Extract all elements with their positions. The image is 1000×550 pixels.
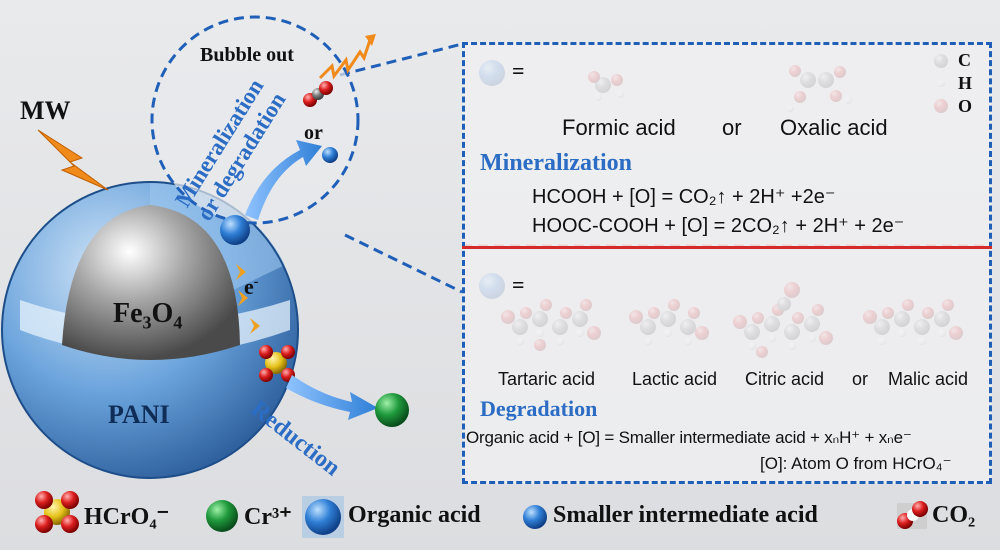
mw-label: MW	[20, 96, 71, 125]
cr3-product-icon	[375, 393, 409, 427]
co2-molecule-icon	[303, 81, 333, 107]
reaction-zone-circle	[150, 15, 360, 225]
shell-outline	[1, 181, 299, 479]
degradation-heading: Degradation	[480, 396, 598, 421]
legend-cr3-label: Cr³⁺	[244, 504, 292, 530]
legend-smaller-label: Smaller intermediate acid	[553, 502, 818, 528]
or-label: or	[304, 122, 323, 144]
top-equals-sign: =	[512, 58, 525, 83]
organic-acid-on-surface-icon	[220, 215, 250, 245]
core-shell-particle	[1, 181, 299, 479]
legend-h-label: H	[958, 73, 973, 93]
core-label: Fe3O4	[113, 298, 183, 333]
bubble-out-zigzag-icon	[318, 39, 372, 80]
bubble-out-label: Bubble out	[200, 44, 294, 66]
legend-o-label: O	[958, 96, 973, 116]
bottom-equals-sign: =	[512, 272, 525, 297]
mineralization-equation-2: HOOC-COOH + [O] = 2CO₂↑ + 2H⁺ + 2e⁻	[532, 215, 905, 237]
electron-label: e-	[244, 274, 259, 299]
microwave-lightning-icon	[37, 129, 109, 191]
bubble-arrowhead-icon	[365, 34, 376, 46]
legend-organic-acid-icon	[305, 499, 341, 535]
legend-cr3-icon	[206, 500, 238, 532]
mineralization-arrow	[245, 140, 322, 220]
reduction-arrow	[286, 375, 378, 420]
divider-overlay	[462, 246, 992, 249]
oxalic-acid-label: Oxalic acid	[780, 115, 888, 140]
legend-hcro4-icon	[35, 491, 79, 533]
citric-acid-label: Citric acid	[745, 369, 825, 389]
legend-co2-icon	[897, 501, 928, 529]
legend-smaller-acid-icon	[523, 505, 547, 529]
legend-c-label: C	[958, 50, 971, 70]
bottom-or-label: or	[852, 369, 869, 389]
mechanism-box	[462, 42, 992, 484]
tartaric-acid-label: Tartaric acid	[498, 369, 596, 389]
legend-organic-label: Organic acid	[348, 502, 481, 528]
shell-label: PANI	[108, 400, 170, 429]
mineralization-heading: Mineralization	[480, 150, 632, 176]
chromate-on-surface-icon	[259, 345, 295, 382]
electron-transfer-chevrons	[236, 264, 260, 334]
legend-co2-label: CO₂	[932, 502, 976, 528]
zoom-connector-top	[339, 42, 463, 77]
legend-hcro4-label: HCrO₄⁻	[84, 504, 170, 530]
formic-acid-label: Formic acid	[562, 115, 676, 140]
degradation-equation: Organic acid + [O] = Smaller intermediat…	[466, 428, 912, 447]
zoom-connector-bottom	[344, 233, 463, 294]
oxygen-source-note: [O]: Atom O from HCrO₄⁻	[760, 454, 952, 473]
fe3o4-core	[62, 205, 240, 360]
top-or-label: or	[722, 115, 742, 140]
small-acid-ball-icon	[322, 147, 338, 163]
malic-acid-label: Malic acid	[888, 369, 969, 389]
lactic-acid-label: Lactic acid	[632, 369, 718, 389]
mineralization-equation-1: HCOOH + [O] = CO₂↑ + 2H⁺ +2e⁻	[532, 186, 836, 208]
